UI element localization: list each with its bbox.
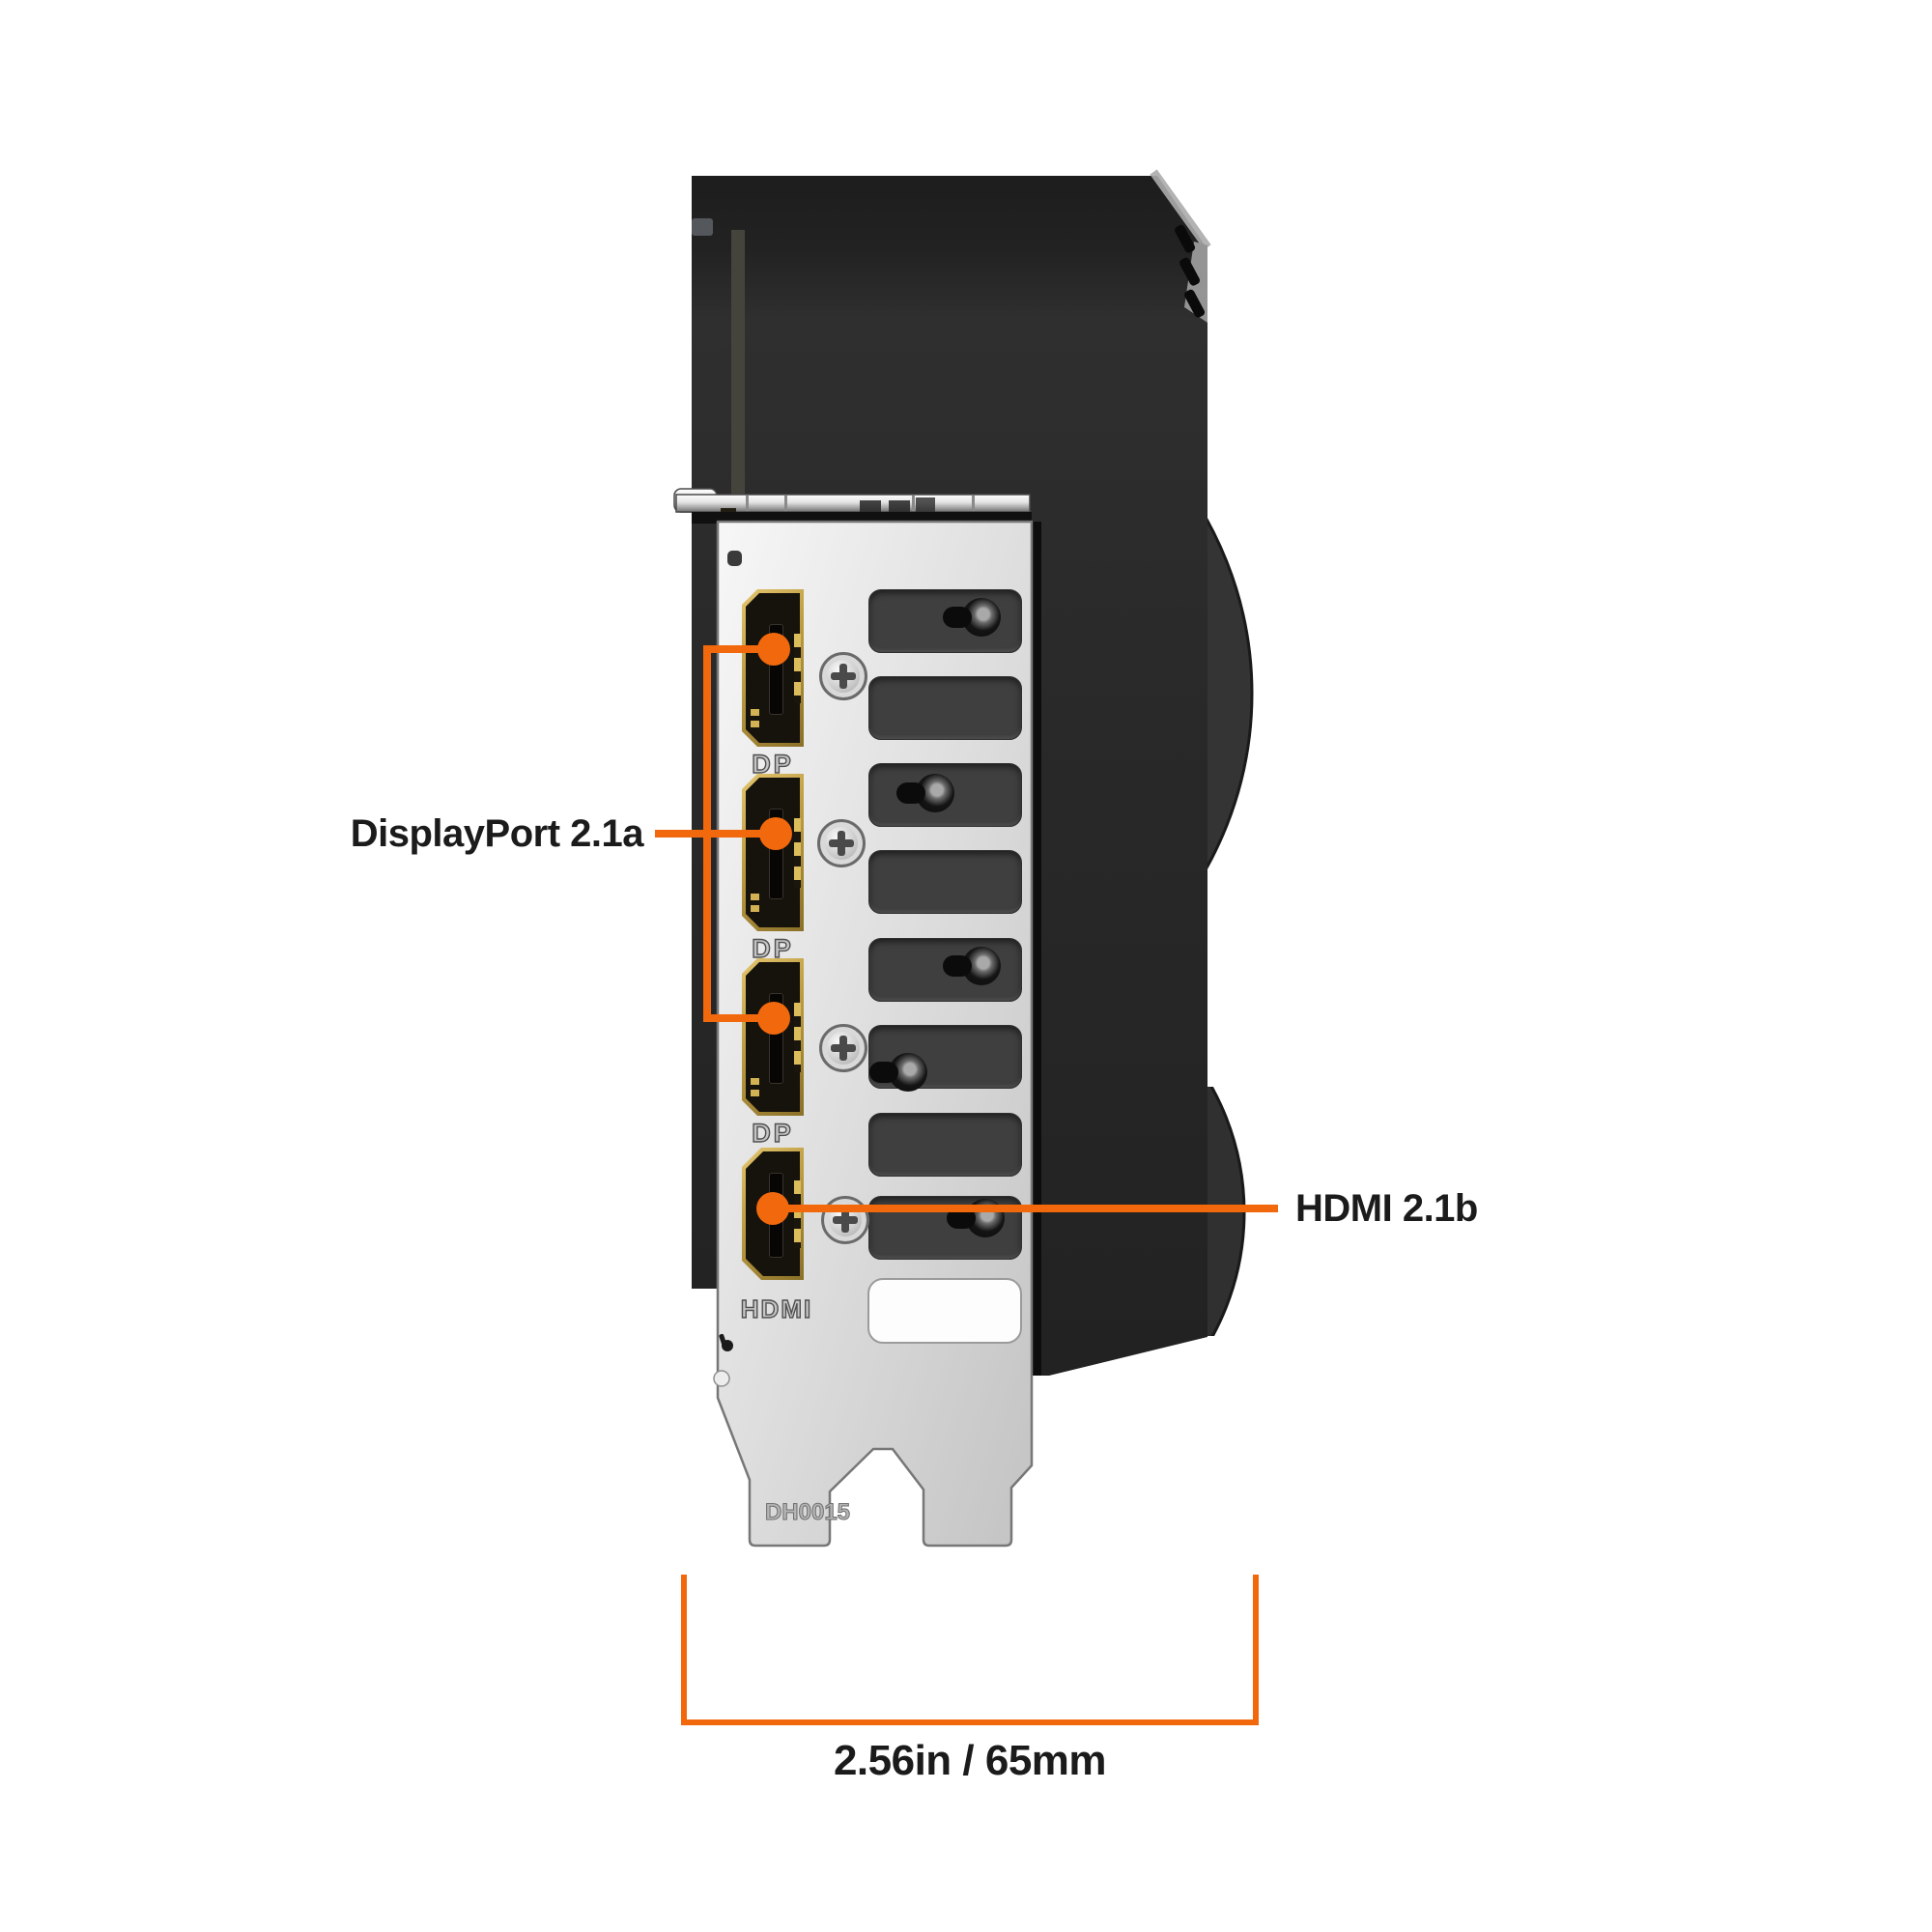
hdmi-port-stamp: HDMI [740,1293,813,1323]
dp-leader-line-label [655,830,779,838]
vent-slot [868,850,1022,914]
dp-callout-dot-3 [757,1002,790,1035]
rivet-pin [943,947,1001,985]
vent-slot [868,938,1022,1002]
dp-port-stamp: DP [752,933,794,963]
bracket-body-seam [1032,522,1041,1376]
port-contact-dots [751,905,759,912]
dimension-bracket-bottom [681,1719,1259,1725]
displayport-port-2 [742,774,804,931]
dimension-label: 2.56in / 65mm [833,1737,1107,1784]
screw-icon [817,819,866,867]
hdmi-port [742,1148,804,1280]
port-contacts [794,818,801,888]
hdmi-callout-dot [756,1192,789,1225]
bracket-top-flange [673,488,1031,513]
rivet-pin [896,774,954,812]
screw-icon [821,1196,869,1244]
vent-slot [868,589,1022,653]
bracket-edge-notch [713,1370,730,1387]
displayport-callout-label: DisplayPort 2.1a [350,812,644,855]
bracket-latch-pin [719,1333,733,1351]
dp-leader-line-top [703,645,777,653]
dp-port-stamp: DP [752,749,794,779]
vent-slot [868,1113,1022,1177]
displayport-port-3 [742,958,804,1116]
port-contact-dots [751,721,759,727]
port-contact-dots [751,1090,759,1096]
dp-leader-line-bottom [703,1014,777,1022]
dp-callout-dot-2 [759,817,792,850]
bracket-stamp: DH0015 [764,1499,851,1526]
body-bevel-highlight [1150,169,1211,250]
dp-port-stamp: DP [752,1118,794,1148]
screw-icon [819,1024,867,1072]
port-contacts [794,634,801,703]
hdmi-callout-label: HDMI 2.1b [1295,1187,1478,1230]
vent-slot [868,676,1022,740]
bracket-cutout [867,1278,1022,1344]
pcb-edge-sliver [731,230,745,495]
side-vent-slits [1175,224,1206,318]
dimension-bracket-left [681,1575,687,1722]
bracket-top-notch [727,551,742,566]
body-left-tab [692,218,713,236]
fan-ring-upper [1200,504,1254,883]
dimension-bracket-right [1253,1575,1259,1722]
card-body [692,176,1208,1376]
port-contacts [794,1003,801,1072]
vent-slot [868,763,1022,827]
rivet-pin [869,1053,927,1092]
vent-slot [868,1025,1022,1092]
dp-callout-dot-1 [757,633,790,666]
screw-icon [819,652,867,700]
hdmi-leader-line [773,1205,1278,1212]
port-contacts [794,1180,801,1248]
displayport-port-1 [742,589,804,747]
rivet-pin [943,598,1001,637]
